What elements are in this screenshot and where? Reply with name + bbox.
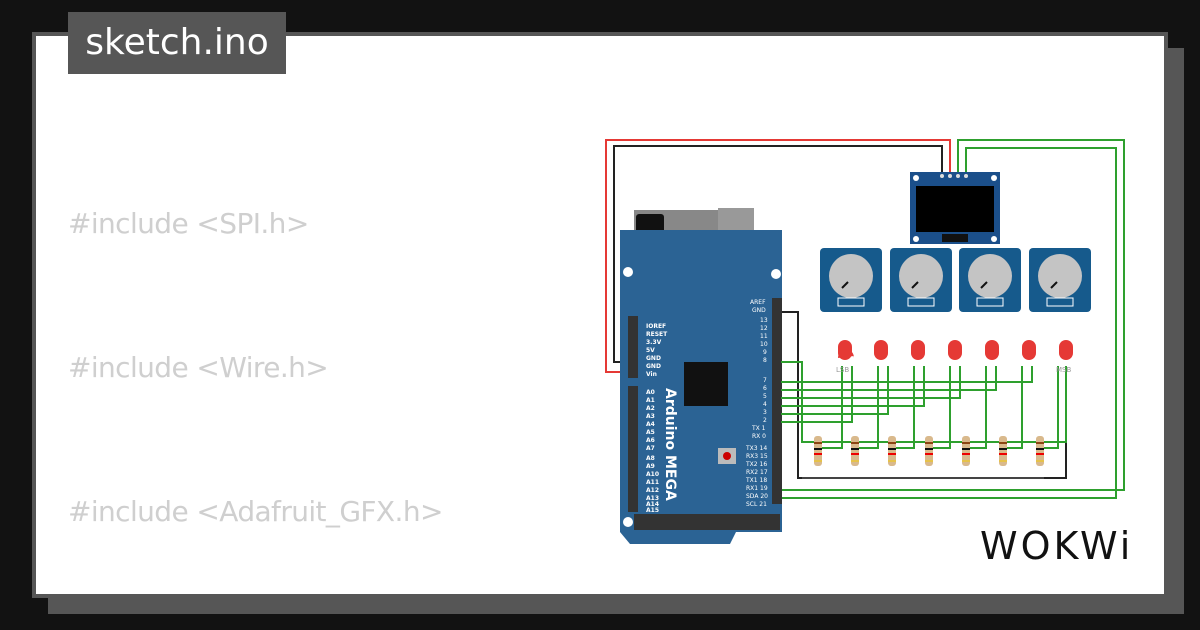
svg-text:GND: GND: [646, 355, 661, 362]
mcu-chip: [684, 362, 728, 406]
code-line: #include <SPI.h>: [68, 207, 309, 240]
svg-text:A6: A6: [646, 437, 655, 444]
svg-text:RX 0: RX 0: [752, 433, 766, 440]
svg-text:TX2 16: TX2 16: [745, 461, 767, 468]
svg-text:7: 7: [763, 377, 767, 384]
reset-button: [723, 452, 731, 460]
code-line: #include <Wire.h>: [68, 351, 329, 384]
svg-text:RESET: RESET: [646, 331, 668, 338]
svg-text:IOREF: IOREF: [646, 323, 666, 330]
circuit-diagram: IOREF RESET 3.3V 5V GND GND Vin A0 A1 A2…: [605, 139, 1125, 544]
svg-text:GND: GND: [752, 307, 766, 314]
svg-text:A11: A11: [646, 479, 659, 486]
svg-text:TX 1: TX 1: [751, 425, 766, 432]
wokwi-logo: WOKWi: [980, 524, 1134, 568]
svg-text:5V: 5V: [646, 347, 655, 354]
svg-text:SDA 20: SDA 20: [746, 493, 768, 500]
svg-text:SCL 21: SCL 21: [746, 501, 767, 508]
svg-text:3.3V: 3.3V: [646, 339, 662, 346]
svg-text:AREF: AREF: [750, 299, 766, 306]
svg-text:A9: A9: [646, 463, 655, 470]
svg-text:A2: A2: [646, 405, 655, 412]
file-tab[interactable]: sketch.ino: [68, 12, 286, 74]
potentiometers: [820, 248, 1091, 312]
svg-text:A5: A5: [646, 429, 655, 436]
svg-text:A3: A3: [646, 413, 655, 420]
svg-text:Vin: Vin: [646, 371, 657, 378]
arduino-mega-board: IOREF RESET 3.3V 5V GND GND Vin A0 A1 A2…: [620, 208, 782, 544]
svg-text:12: 12: [760, 325, 768, 332]
leds: LSB MSB: [836, 340, 1073, 374]
svg-text:RX3 15: RX3 15: [746, 453, 768, 460]
svg-text:RX1 19: RX1 19: [746, 485, 768, 492]
svg-text:LSB: LSB: [836, 366, 849, 374]
svg-text:GND: GND: [646, 363, 661, 370]
wires-power: [605, 139, 1125, 499]
svg-text:A7: A7: [646, 445, 655, 452]
svg-text:TX3 14: TX3 14: [745, 445, 767, 452]
svg-text:A13: A13: [646, 495, 659, 502]
svg-text:11: 11: [760, 333, 768, 340]
svg-text:MSB: MSB: [1056, 366, 1071, 374]
svg-text:9: 9: [763, 349, 767, 356]
svg-text:A4: A4: [646, 421, 655, 428]
wires-signal: [781, 361, 1067, 456]
svg-text:8: 8: [763, 357, 767, 364]
svg-text:TX1 18: TX1 18: [745, 477, 767, 484]
resistors: [814, 436, 1044, 466]
svg-text:5: 5: [763, 393, 767, 400]
svg-text:A0: A0: [646, 389, 655, 396]
svg-text:2: 2: [763, 417, 767, 424]
preview-panel: #include <SPI.h> #include <Wire.h> #incl…: [32, 32, 1168, 598]
code-editor: #include <SPI.h> #include <Wire.h> #incl…: [68, 104, 1025, 594]
svg-text:Arduino MEGA: Arduino MEGA: [662, 388, 678, 501]
svg-text:RX2 17: RX2 17: [746, 469, 768, 476]
svg-text:3: 3: [763, 409, 767, 416]
svg-text:A15: A15: [646, 507, 659, 514]
svg-text:4: 4: [763, 401, 767, 408]
svg-text:A10: A10: [646, 471, 659, 478]
svg-text:A1: A1: [646, 397, 655, 404]
svg-text:13: 13: [760, 317, 768, 324]
svg-text:A14: A14: [646, 501, 659, 508]
code-line: #include <Adafruit_GFX.h>: [68, 495, 443, 528]
svg-text:A12: A12: [646, 487, 659, 494]
svg-text:6: 6: [763, 385, 767, 392]
oled-display: [910, 172, 1000, 244]
svg-text:10: 10: [760, 341, 768, 348]
svg-text:A8: A8: [646, 455, 655, 462]
